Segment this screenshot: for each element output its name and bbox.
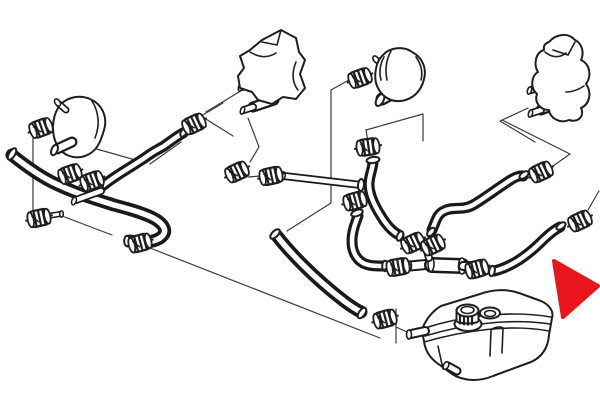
hose-clamp [562,206,598,236]
highlight-arrow-icon [552,259,600,319]
tank-bottom-nozzle [442,360,462,376]
rigid-pipe-center [279,171,366,192]
hose-clamp [219,157,255,187]
hose-opening [356,306,368,320]
twin-port-fitting-right [526,34,591,123]
thermostat-housing [50,95,107,159]
hose-clamp [22,206,56,230]
hose-flared-end [365,155,381,165]
rigid-pipe-left [70,187,105,206]
hose-clamp [24,114,58,142]
hose-clamp [523,157,559,187]
hose-clamp [351,136,385,158]
hose-clamp [254,164,288,188]
vent-hole [479,306,501,320]
hose-clamp [343,64,377,92]
expansion-tank [405,289,554,381]
hose-right-z [426,170,530,238]
hose-cut-end [6,147,18,161]
hose-upper-left [94,126,189,195]
hose-opening [269,228,281,240]
twin-port-fitting-left [237,29,306,115]
hose-clamp [381,255,415,279]
hose-tee-down [363,155,405,242]
tank-channel [489,326,504,357]
hose-opening [395,230,405,242]
hose-opening [426,226,436,238]
filler-cap [453,303,483,332]
twin-port-fitting-center [372,47,426,107]
hose-flared-end [350,208,364,218]
tank-left-nozzle [405,326,430,340]
hose-opening [555,221,567,231]
hose-tee-drop [346,208,389,273]
hose-lower-s [269,228,368,320]
